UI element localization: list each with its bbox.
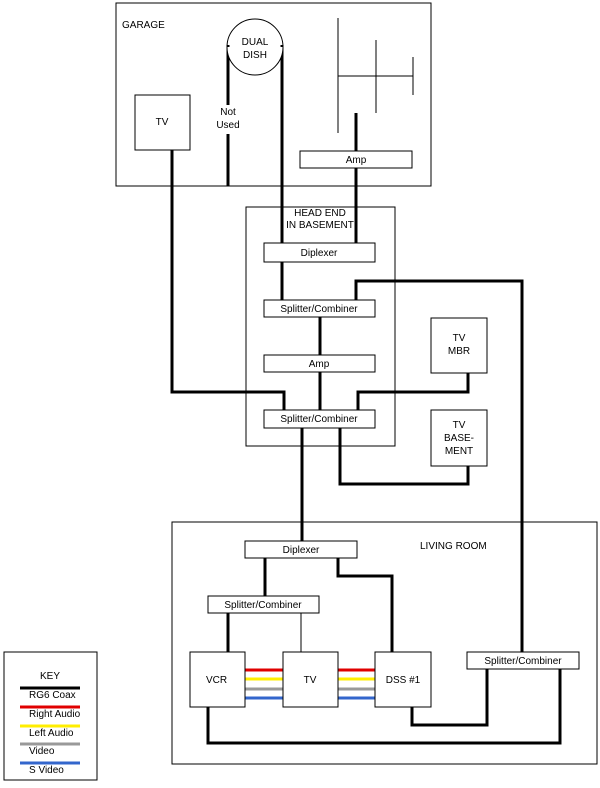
living-splitter-right-label: Splitter/Combiner (484, 656, 562, 667)
tv-mbr: TV MBR (430, 317, 488, 374)
key-label-left-audio: Left Audio (29, 728, 74, 739)
living-diplexer: Diplexer (244, 540, 358, 559)
coax-splitter-to-tv-basement (338, 428, 470, 486)
living-diplexer-label: Diplexer (283, 545, 320, 556)
coax-tv-mbr-to-splitter (356, 373, 470, 410)
coax-vcr-to-splitter (206, 669, 562, 745)
head-end-label-line1: HEAD END (294, 208, 346, 219)
dss-label: DSS #1 (386, 675, 421, 686)
head-end-label-line2: IN BASEMENT (286, 220, 354, 231)
tv-basement-label-line2: BASE- (444, 433, 474, 444)
vcr-label: VCR (206, 675, 227, 686)
dss: DSS #1 (374, 651, 432, 708)
living-splitter-right: Splitter/Combiner (466, 651, 580, 670)
vcr: VCR (189, 651, 246, 708)
antenna-icon (337, 18, 414, 133)
key-label-coax: RG6 Coax (29, 690, 76, 701)
not-used-label-line1: Not (220, 107, 236, 118)
head-end-diplexer-label: Diplexer (301, 248, 338, 259)
tv-mbr-label-line1: TV (453, 333, 466, 344)
head-end-amp: Amp (263, 354, 376, 373)
key-label-right-audio: Right Audio (29, 709, 81, 720)
key-label-svideo: S Video (29, 765, 64, 776)
living-room (171, 521, 598, 765)
tv-mbr-label-line2: MBR (448, 346, 470, 357)
head-end-splitter-top-label: Splitter/Combiner (280, 304, 358, 315)
dish-label-line2: DISH (243, 50, 267, 61)
tv-basement-label-line3: MENT (445, 446, 473, 457)
living-splitter-left-label: Splitter/Combiner (224, 600, 302, 611)
head-end-diplexer: Diplexer (263, 242, 376, 263)
av-cables (245, 668, 375, 700)
living-tv-label: TV (304, 675, 317, 686)
dish-label-line1: DUAL (242, 37, 269, 48)
garage-tv-label: TV (156, 117, 169, 128)
coax-living-diplexer-to-dss (336, 558, 394, 652)
garage-tv: TV (134, 94, 191, 151)
garage-amp: Amp (299, 150, 413, 169)
coax-garage-tv-to-splitter (170, 150, 286, 410)
key-box (3, 651, 98, 781)
not-used-label-line2: Used (216, 120, 239, 131)
head-end-splitter-bottom-label: Splitter/Combiner (280, 414, 358, 425)
tv-basement: TV BASE- MENT (430, 409, 488, 467)
living-splitter-left: Splitter/Combiner (207, 595, 320, 614)
living-room-label: LIVING ROOM (420, 541, 487, 552)
tv-basement-label-line1: TV (453, 420, 466, 431)
living-tv: TV (282, 651, 339, 708)
coax-dss-to-splitter (410, 669, 489, 727)
garage-amp-label: Amp (346, 155, 367, 166)
coax-splitter-to-living-splitter (354, 279, 524, 652)
dual-dish: DUAL DISH (226, 18, 284, 76)
key-legend: KEY RG6 Coax Right Audio Left Audio Vide… (3, 651, 98, 781)
key-title: KEY (40, 671, 60, 682)
head-end-splitter-top: Splitter/Combiner (263, 299, 376, 318)
garage-label: GARAGE (122, 20, 165, 31)
head-end-splitter-bottom: Splitter/Combiner (263, 409, 376, 429)
head-end-amp-label: Amp (309, 359, 330, 370)
key-label-video: Video (29, 746, 55, 757)
